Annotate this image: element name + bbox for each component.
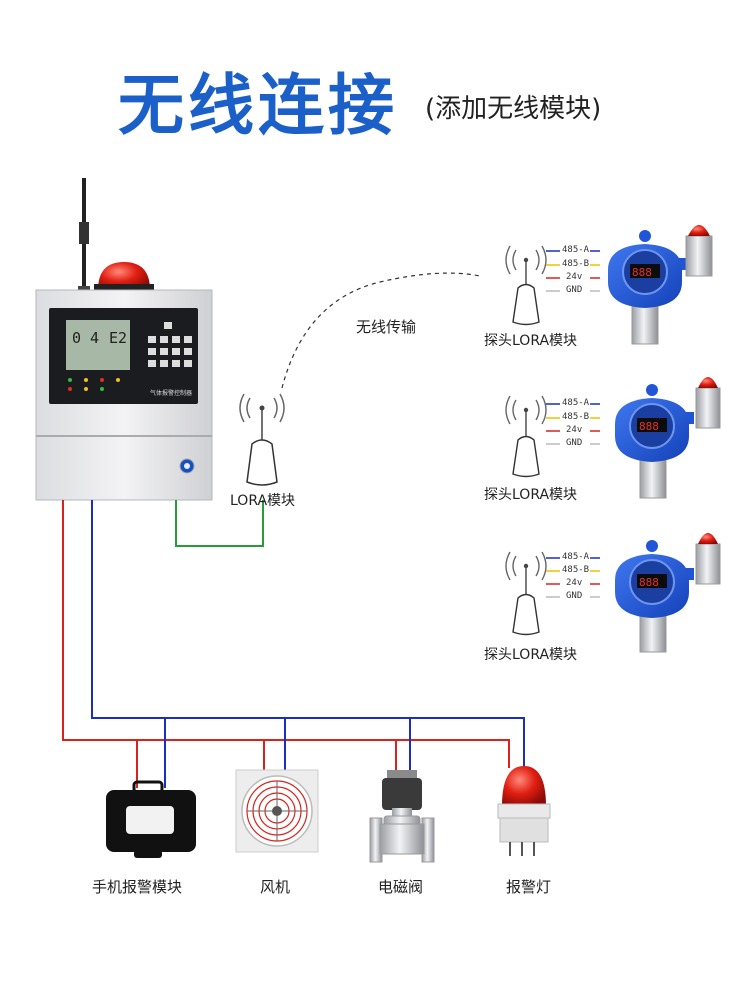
controller-display-left: 0 4 bbox=[72, 329, 99, 347]
alarm-light-icon bbox=[497, 766, 551, 856]
wireless-path bbox=[281, 272, 481, 389]
wire-label-24v: 24v bbox=[566, 425, 583, 435]
gas-alarm-controller: 0 4 E2 气体报警控制器 bbox=[35, 289, 213, 501]
wire-label-gnd: GND bbox=[566, 591, 583, 601]
wire-label-485b: 485-B bbox=[562, 259, 590, 269]
wire-label-485b: 485-B bbox=[562, 412, 590, 422]
wire-label-485a: 485-A bbox=[562, 552, 590, 562]
probe-row-3: 888 bbox=[505, 533, 721, 653]
controller-antenna-icon bbox=[78, 178, 90, 292]
wire-label-24v: 24v bbox=[566, 272, 583, 282]
solenoid-valve-icon bbox=[369, 770, 435, 863]
lora-module-icon bbox=[239, 393, 285, 486]
controller-keypad bbox=[148, 322, 192, 367]
probe-lora-antenna-icon bbox=[505, 551, 547, 636]
probe-row-2: 888 bbox=[505, 377, 721, 499]
probe-lora-label: 探头LORA模块 bbox=[484, 487, 578, 503]
wiring-bus bbox=[62, 500, 525, 788]
phone-alarm-module-icon bbox=[106, 780, 196, 858]
page-title: 无线连接 bbox=[118, 67, 398, 144]
controller-display-right: E2 bbox=[109, 329, 127, 347]
wire-label-24v: 24v bbox=[566, 578, 583, 588]
probe-lora-label: 探头LORA模块 bbox=[484, 333, 578, 349]
probe-display: 888 bbox=[639, 420, 659, 433]
gas-detector-probe: 888 bbox=[608, 225, 713, 345]
controller-lcd bbox=[66, 320, 130, 370]
wireless-transmission-label: 无线传输 bbox=[356, 318, 417, 336]
probe-row-1: 888 bbox=[505, 225, 713, 345]
solenoid-valve-label: 电磁阀 bbox=[378, 878, 424, 896]
probe-lora-antenna-icon bbox=[505, 245, 547, 326]
gas-detector-probe: 888 bbox=[615, 533, 721, 653]
controller-status-leds bbox=[68, 378, 120, 391]
phone-alarm-module-label: 手机报警模块 bbox=[92, 878, 183, 896]
probe-lora-label: 探头LORA模块 bbox=[484, 647, 578, 663]
lora-module-label: LORA模块 bbox=[230, 493, 296, 509]
wire-label-gnd: GND bbox=[566, 438, 583, 448]
alarm-light-label: 报警灯 bbox=[506, 878, 552, 896]
wire-label-485a: 485-A bbox=[562, 398, 590, 408]
probe-lora-antenna-icon bbox=[505, 395, 547, 478]
page-subtitle: (添加无线模块) bbox=[425, 94, 602, 124]
fan-label: 风机 bbox=[260, 878, 291, 896]
probe-display: 888 bbox=[632, 266, 652, 279]
controller-beacon-icon bbox=[94, 262, 154, 290]
controller-panel-label: 气体报警控制器 bbox=[150, 389, 192, 397]
wire-label-485b: 485-B bbox=[562, 565, 590, 575]
gas-detector-probe: 888 bbox=[615, 377, 721, 499]
probe-display: 888 bbox=[639, 576, 659, 589]
wire-label-485a: 485-A bbox=[562, 245, 590, 255]
wire-label-gnd: GND bbox=[566, 285, 583, 295]
fan-icon bbox=[235, 769, 319, 853]
